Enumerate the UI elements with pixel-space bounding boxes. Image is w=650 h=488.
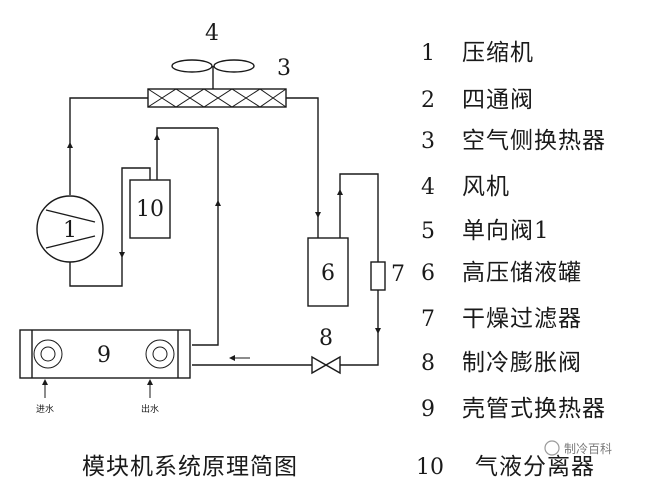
air-heat-exchanger: 3 bbox=[147, 56, 291, 108]
shell-body bbox=[19, 329, 191, 379]
pipe-filter-to-valve bbox=[340, 290, 379, 366]
separator-body bbox=[129, 179, 171, 239]
label-compressor: 1 bbox=[63, 218, 77, 243]
refrigerant-piping bbox=[42, 97, 379, 398]
legend-text: 气液分离器 bbox=[475, 454, 595, 480]
legend-num: 2 bbox=[421, 88, 435, 113]
filter-body bbox=[370, 261, 386, 291]
legend-num: 3 bbox=[421, 129, 435, 154]
fan-blade-left bbox=[171, 59, 213, 73]
legend-num: 10 bbox=[416, 455, 444, 480]
tube-sheet-left-inner bbox=[40, 346, 56, 362]
legend-text: 干燥过滤器 bbox=[462, 306, 582, 332]
watermark-icon bbox=[544, 440, 560, 456]
exchanger-body bbox=[147, 88, 287, 108]
label-air-exchanger: 3 bbox=[277, 56, 291, 81]
label-shell-exchanger: 9 bbox=[97, 343, 111, 368]
exchanger-fins bbox=[147, 88, 287, 108]
expansion-valve: 8 bbox=[311, 326, 341, 375]
legend-text: 空气侧换热器 bbox=[462, 128, 606, 154]
pipe-shell-to-top bbox=[192, 128, 219, 346]
legend-num: 4 bbox=[421, 175, 435, 200]
flow-arrows bbox=[67, 134, 381, 361]
legend-text: 高压储液罐 bbox=[462, 260, 582, 286]
pipe-separator-top bbox=[156, 127, 218, 180]
compressor: 1 bbox=[36, 195, 104, 263]
pipe-exchanger-to-receiver bbox=[286, 97, 319, 238]
legend-num: 1 bbox=[421, 41, 435, 66]
filter-drier: 7 bbox=[370, 261, 405, 291]
watermark-text: 制冷百科 bbox=[564, 442, 612, 456]
shell-tube-exchanger: 9 进水 出水 bbox=[19, 329, 191, 415]
water-in-label: 进水 bbox=[36, 403, 54, 415]
tube-sheet-right-inner bbox=[152, 346, 168, 362]
compressor-symbol bbox=[45, 209, 96, 249]
label-fan: 4 bbox=[205, 21, 219, 46]
legend-text: 制冷膨胀阀 bbox=[462, 350, 582, 376]
legend-text: 压缩机 bbox=[462, 40, 534, 66]
fan: 4 bbox=[171, 21, 255, 90]
fan-blade-right bbox=[213, 59, 255, 73]
legend-text: 单向阀1 bbox=[462, 218, 550, 244]
label-filter: 7 bbox=[391, 262, 405, 287]
tube-sheet-left bbox=[33, 339, 63, 369]
legend-num: 7 bbox=[421, 307, 435, 332]
tube-sheet-right bbox=[145, 339, 175, 369]
pipe-receiver-to-filter bbox=[339, 173, 379, 262]
legend-text: 四通阀 bbox=[462, 87, 534, 113]
legend-num: 8 bbox=[421, 351, 435, 376]
label-receiver: 6 bbox=[321, 261, 335, 286]
label-valve: 8 bbox=[319, 326, 333, 351]
liquid-receiver: 6 bbox=[307, 237, 349, 307]
legend-num: 6 bbox=[421, 261, 435, 286]
gas-liquid-separator: 10 bbox=[129, 179, 171, 239]
diagram-caption: 模块机系统原理简图 bbox=[82, 454, 298, 480]
legend-text: 风机 bbox=[462, 174, 510, 200]
legend-text: 壳管式换热器 bbox=[462, 396, 606, 422]
pipe-compressor-to-exchanger bbox=[69, 97, 148, 195]
water-out-label: 出水 bbox=[141, 403, 159, 415]
pipe-compressor-return bbox=[69, 167, 151, 287]
legend-num: 9 bbox=[421, 397, 435, 422]
label-separator: 10 bbox=[136, 197, 164, 222]
legend-num: 5 bbox=[421, 219, 435, 244]
legend: 1 压缩机 2 四通阀 3 空气侧换热器 4 风机 5 单向阀1 6 高压储液罐… bbox=[416, 40, 606, 480]
receiver-body bbox=[307, 237, 349, 307]
valve-body bbox=[311, 355, 341, 375]
watermark: 制冷百科 bbox=[544, 440, 612, 456]
